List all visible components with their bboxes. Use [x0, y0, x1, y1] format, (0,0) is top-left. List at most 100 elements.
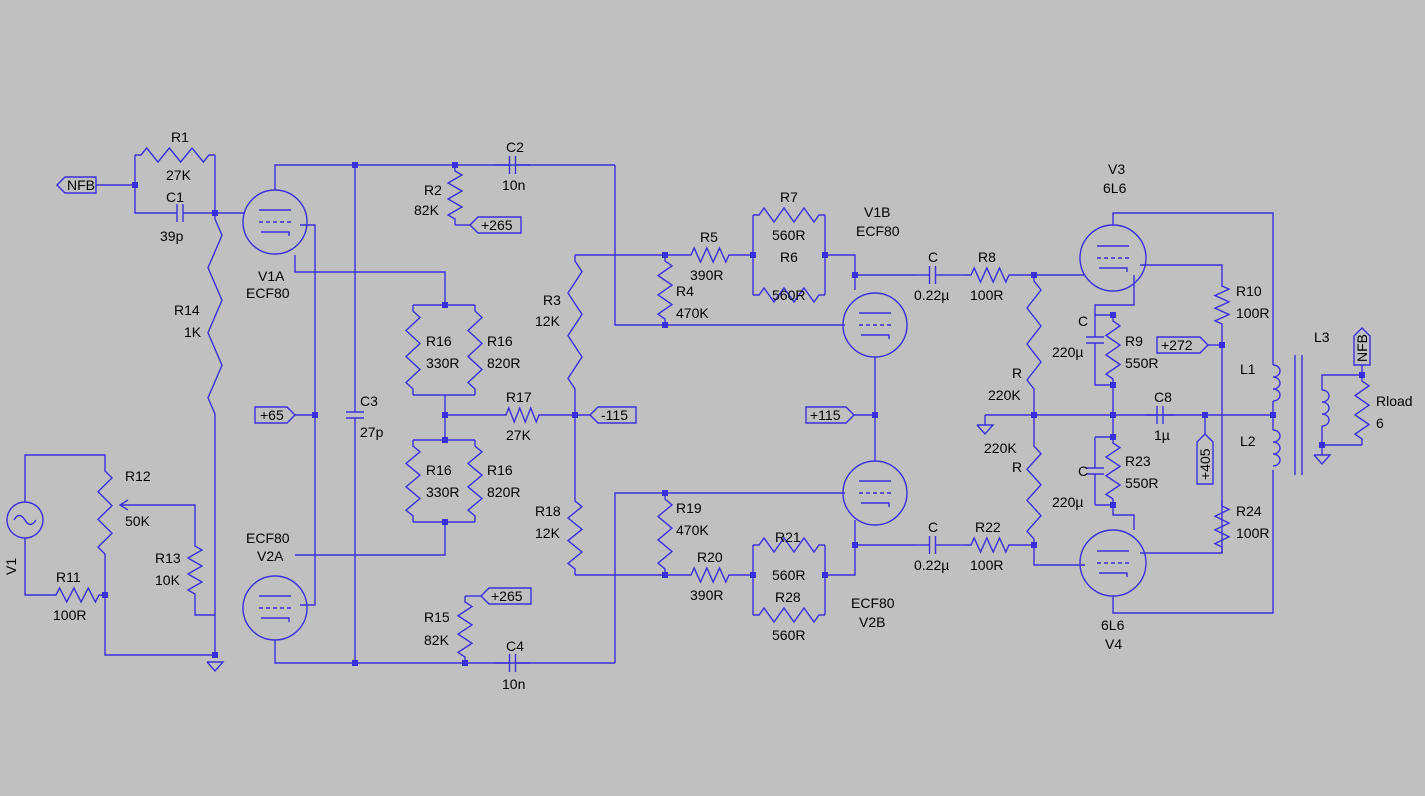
- wire: [1321, 365, 1363, 390]
- r20-value: 390R: [690, 587, 723, 603]
- v3-tube-cathode: [1099, 267, 1128, 272]
- c2-value: 10n: [502, 177, 525, 193]
- junction-dot: [1110, 382, 1116, 388]
- c4-ref: C4: [506, 638, 524, 654]
- r4-value: 470K: [676, 305, 709, 321]
- junction-dot: [352, 660, 358, 666]
- net-flags: NFB +265 +65 -115 +115 +265 +272 +405: [56, 176, 1371, 605]
- junction-dot: [1319, 442, 1325, 448]
- r14-resistor: [207, 213, 223, 420]
- wire: [295, 520, 446, 556]
- r19-value: 470K: [676, 522, 709, 538]
- junction-dot: [750, 252, 756, 258]
- r5-ref: R5: [700, 229, 718, 245]
- r6-ref: R6: [780, 249, 798, 265]
- l1-inductor: [1272, 364, 1281, 402]
- r16c-resistor: [404, 440, 422, 522]
- junction-dot: [1270, 412, 1276, 418]
- r23-value: 550R: [1125, 475, 1158, 491]
- c-top-ref: C: [928, 249, 938, 265]
- r7-value: 560R: [772, 227, 805, 243]
- r15-value: 82K: [424, 632, 450, 648]
- wire: [24, 454, 106, 502]
- r18-resistor: [566, 495, 584, 575]
- junction-dot: [1031, 272, 1037, 278]
- wire: [134, 155, 160, 214]
- v1b-tube-cathode: [861, 334, 890, 339]
- v2a-ref: V2A: [257, 548, 284, 564]
- l3-inductor: [1321, 389, 1330, 427]
- r-bias-top-ref: R: [1012, 365, 1022, 381]
- r18-ref: R18: [535, 503, 561, 519]
- junction-dot: [1202, 412, 1208, 418]
- r6-value: 560R: [772, 287, 805, 303]
- ground-icon: [976, 424, 995, 436]
- v1b-tube-envelope: [842, 292, 908, 358]
- r17-value: 27K: [506, 427, 532, 443]
- l3-ref: L3: [1314, 329, 1330, 345]
- v1b-type: ECF80: [856, 223, 900, 239]
- r4-resistor: [656, 255, 674, 325]
- r7-resistor: [753, 206, 825, 224]
- junction-dot: [872, 412, 878, 418]
- net-flag-plus272-label: +272: [1161, 337, 1193, 353]
- wire: [825, 254, 856, 290]
- r12-wiper-arrow: [118, 499, 129, 511]
- junction-dot: [1110, 312, 1116, 318]
- net-flag-nfb-output-label: NFB: [1354, 334, 1370, 362]
- v1b-ref: V1B: [864, 204, 890, 220]
- junction-dot: [662, 572, 668, 578]
- v2b-type: ECF80: [851, 595, 895, 611]
- c-cathode-top-ref: C: [1078, 313, 1088, 329]
- wire: [825, 520, 856, 576]
- r23-ref: R23: [1125, 453, 1151, 469]
- r19-resistor: [656, 493, 674, 575]
- r-bias-bottom-resistor: [1026, 440, 1042, 545]
- r2-ref: R2: [424, 182, 442, 198]
- r24-value: 100R: [1236, 525, 1269, 541]
- r13-resistor: [186, 540, 204, 600]
- l2-inductor: [1272, 429, 1281, 467]
- r16a-value: 330R: [426, 355, 459, 371]
- ac-wave: [13, 514, 37, 526]
- r12-potentiometer: [97, 465, 113, 560]
- junction-dot: [662, 490, 668, 496]
- v3-ref: V3: [1108, 161, 1125, 177]
- r19-ref: R19: [676, 500, 702, 516]
- r28-resistor: [753, 606, 825, 624]
- r23-resistor: [1104, 437, 1122, 505]
- r11-value: 100R: [53, 607, 86, 623]
- net-flag-nfb-input: NFB: [56, 176, 97, 194]
- junction-dot: [662, 252, 668, 258]
- c-top-value: 0.22µ: [914, 287, 949, 303]
- net-flag-nfb-input-label: NFB: [67, 177, 95, 193]
- v4-ref: V4: [1105, 636, 1122, 652]
- r16d-ref: R16: [487, 462, 513, 478]
- r9-value: 550R: [1125, 355, 1158, 371]
- r-bias-bottom-value: 220K: [984, 440, 1017, 456]
- v3-tube-envelope: [1079, 224, 1147, 292]
- r9-resistor: [1104, 315, 1122, 385]
- labels: V1 R1 27K R2 82K R3 12K R4 470K R5 390R …: [3, 129, 1413, 692]
- net-flag-plus272: +272: [1156, 336, 1209, 354]
- net-flag-plus405-label: +405: [1197, 448, 1213, 480]
- r3-resistor: [567, 255, 583, 395]
- net-flag-nfb-output: NFB: [1353, 327, 1371, 366]
- v1a-tube-envelope: [242, 189, 308, 255]
- net-flag-minus115: -115: [589, 406, 637, 424]
- r11-ref: R11: [56, 569, 81, 585]
- r16b-resistor: [466, 305, 484, 395]
- wire: [1094, 360, 1113, 386]
- junction-dot: [1359, 372, 1365, 378]
- c-cathode-bottom-ref: C: [1078, 463, 1088, 479]
- wire: [1140, 500, 1223, 554]
- r10-ref: R10: [1236, 283, 1262, 299]
- wire: [24, 538, 50, 596]
- junction-dot: [1110, 412, 1116, 418]
- v1a-ref: V1A: [258, 268, 285, 284]
- c-cathode-top-value: 220µ: [1052, 344, 1083, 360]
- net-flag-plus265-bottom: +265: [480, 587, 532, 605]
- net-flag-plus265-top: +265: [469, 216, 522, 234]
- r7-ref: R7: [780, 189, 798, 205]
